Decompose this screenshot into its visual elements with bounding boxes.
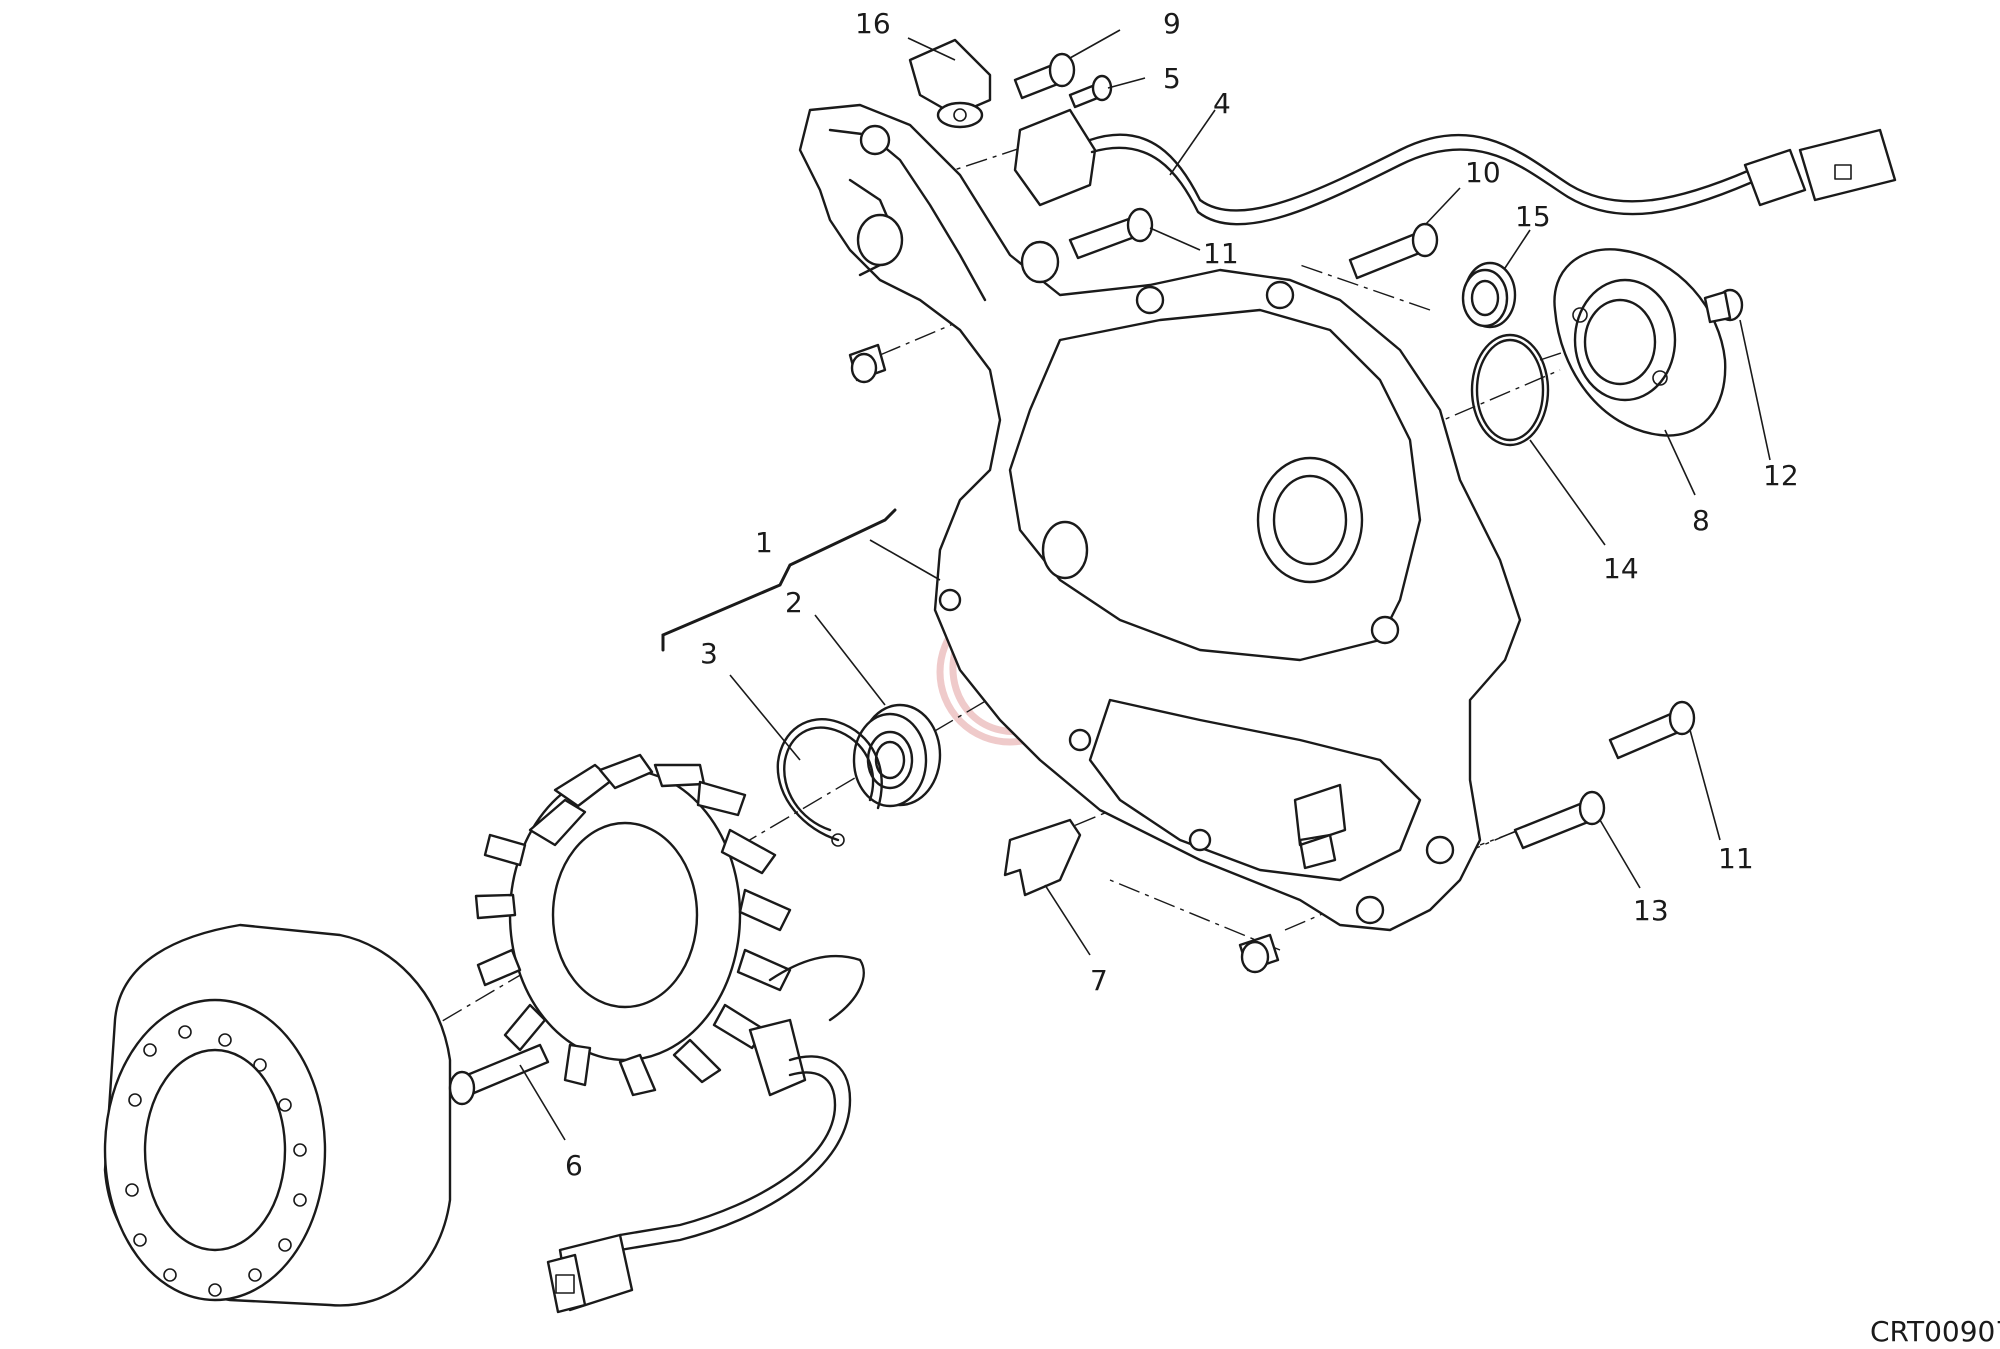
callout-9: 9	[1163, 7, 1181, 40]
stator	[474, 753, 865, 1314]
cable-clamp	[908, 38, 992, 129]
drawing-code: CRT00907	[1870, 1315, 2000, 1348]
leader-lines	[519, 29, 1771, 1141]
group-bracket	[661, 508, 897, 652]
generator-cover	[798, 103, 1522, 932]
callout-8: 8	[1692, 504, 1710, 537]
oil-seal	[1461, 261, 1517, 329]
callout-13: 13	[1633, 894, 1669, 927]
callout-12: 12	[1763, 459, 1799, 492]
callout-2: 2	[785, 586, 803, 619]
callout-15: 15	[1515, 200, 1551, 233]
callout-7: 7	[1090, 964, 1108, 997]
rotor	[103, 923, 452, 1307]
callout-3: 3	[700, 637, 718, 670]
bolts	[448, 52, 1696, 1106]
callout-6: 6	[565, 1149, 583, 1182]
callout-14: 14	[1603, 552, 1639, 585]
o-ring	[1470, 333, 1550, 447]
callout-10: 10	[1465, 156, 1501, 189]
inspection-cover	[1553, 248, 1727, 437]
callout-16: 16	[855, 7, 891, 40]
callout-11-top: 11	[1203, 237, 1239, 270]
callout-1: 1	[755, 526, 773, 559]
wire-clip	[1003, 818, 1082, 897]
circlip	[776, 718, 883, 847]
dowel-pins	[848, 343, 1280, 974]
callout-5: 5	[1163, 62, 1181, 95]
callout-11-bottom: 11	[1718, 842, 1754, 875]
callout-4: 4	[1213, 87, 1231, 120]
screw	[1703, 288, 1744, 324]
callout-labels: 16 9 5 4 10 11 15 12 8 14 1 2 3 11 13 7 …	[565, 7, 1799, 1182]
pickup-sensor	[1013, 108, 1897, 226]
